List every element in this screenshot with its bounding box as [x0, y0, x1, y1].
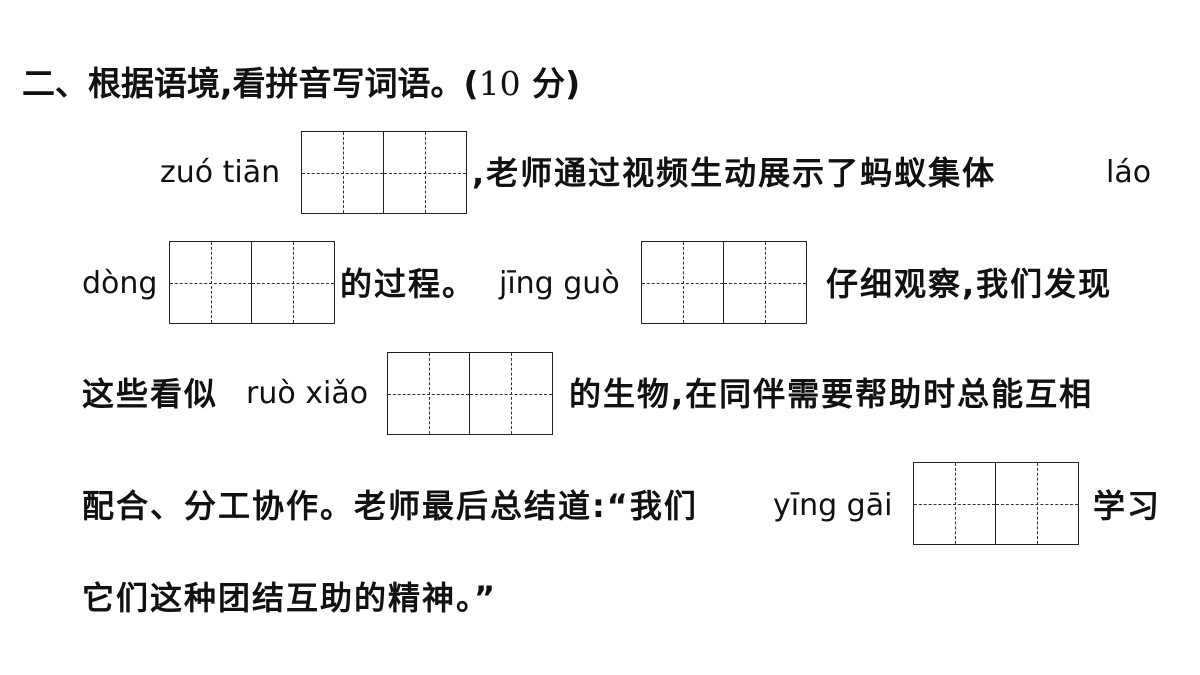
answer-box-3[interactable] [641, 241, 807, 324]
pinyin-dong: dòng [82, 266, 158, 301]
answer-box-2[interactable] [169, 241, 335, 324]
heading-prefix: 二、根据语境,看拼音写词语。( [22, 64, 479, 103]
answer-box-5[interactable] [913, 462, 1079, 545]
text-line2b: 仔细观察,我们发现 [826, 265, 1113, 303]
text-line4b: 学习 [1093, 487, 1162, 525]
heading-suffix: 分) [520, 64, 581, 103]
text-line2a: 的过程。 [340, 265, 477, 303]
text-line3a: 这些看似 [82, 375, 219, 413]
text-line4a: 配合、分工协作。老师最后总结道:“我们 [82, 487, 698, 525]
answer-box-4[interactable] [387, 352, 553, 435]
pinyin-zuotian: zuó tiān [160, 155, 281, 190]
text-line5: 它们这种团结互助的精神。” [82, 579, 498, 617]
text-line1: ,老师通过视频生动展示了蚂蚁集体 [472, 154, 997, 192]
pinyin-yinggai: yīng gāi [773, 488, 893, 523]
question-heading: 二、根据语境,看拼音写词语。(10 分) [22, 60, 580, 108]
answer-box-1[interactable] [301, 131, 467, 214]
text-line3b: 的生物,在同伴需要帮助时总能互相 [569, 375, 1094, 413]
pinyin-jingguo: jīng guò [499, 266, 620, 301]
heading-points: 10 [478, 64, 521, 103]
pinyin-ruoxiao: ruò xiǎo [246, 376, 369, 411]
pinyin-lao: láo [1106, 155, 1152, 190]
